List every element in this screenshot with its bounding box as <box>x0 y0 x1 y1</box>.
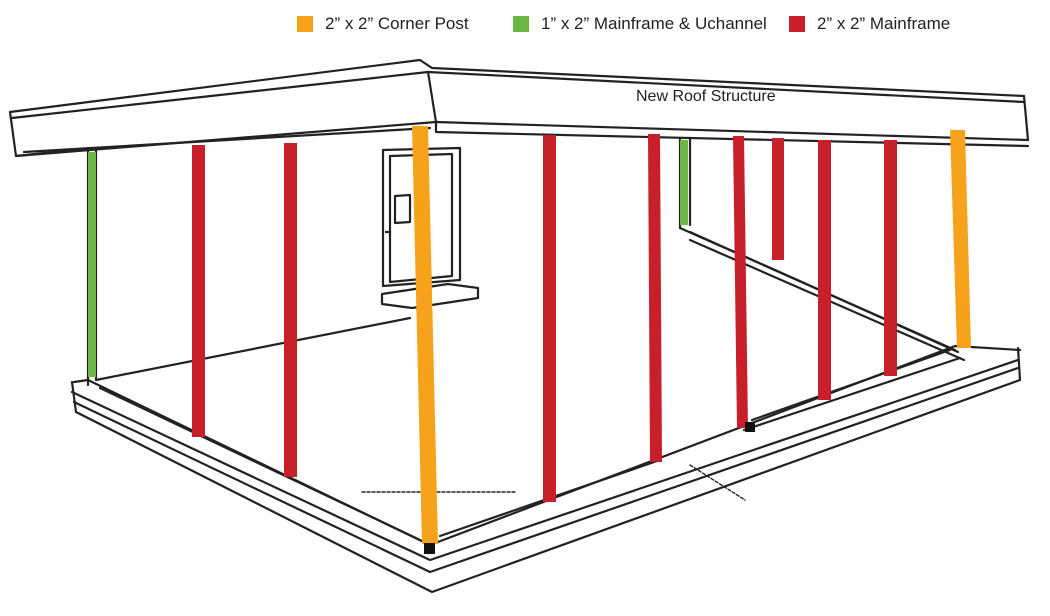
legend-label: 1” x 2” Mainframe & Uchannel <box>541 14 767 33</box>
legend-label: 2” x 2” Corner Post <box>325 14 469 33</box>
legend-label: 2” x 2” Mainframe <box>817 14 951 33</box>
green-square-icon <box>513 16 529 32</box>
red-square-icon <box>789 16 805 32</box>
back-wall-right <box>678 136 957 352</box>
back-wall-left <box>86 148 412 387</box>
corner-post-front <box>412 126 438 544</box>
floor-slab-bottom <box>74 378 1022 594</box>
mainframe-post-2 <box>284 143 297 477</box>
mainframe-post-4 <box>648 134 662 462</box>
inner-track-right-2 <box>742 356 962 432</box>
corner-post-right <box>950 130 971 348</box>
floor-slab-edge-2 <box>72 366 1020 574</box>
roof-slab <box>8 58 1030 158</box>
mainframe-post-3 <box>543 135 556 502</box>
mainframe-post-5 <box>733 136 748 428</box>
anchor-right <box>745 422 755 432</box>
uchannel-post-left <box>88 152 96 377</box>
floor-slab-right-end <box>1016 346 1022 382</box>
legend-item-uchannel: 1” x 2” Mainframe & Uchannel <box>513 10 767 38</box>
floor-slab-left-end <box>70 380 78 414</box>
roof-structure-label: New Roof Structure <box>636 88 776 105</box>
inner-track-right <box>750 348 952 422</box>
mainframe-post-1 <box>192 145 205 437</box>
legend-item-corner-post: 2” x 2” Corner Post <box>297 10 469 38</box>
uchannel-post-right <box>680 140 688 225</box>
floor-slab-edge-1 <box>70 358 1020 562</box>
mainframe-post-7 <box>818 140 831 400</box>
mainframe-post-8 <box>884 140 897 376</box>
roof-fascia-corner <box>426 70 438 124</box>
mainframe-post-6 <box>772 138 784 260</box>
roof-underside-left <box>22 126 432 154</box>
inner-track-left <box>98 386 422 542</box>
legend: 2” x 2” Corner Post 1” x 2” Mainframe & … <box>0 10 1050 38</box>
door-window <box>393 193 412 225</box>
legend-item-mainframe: 2” x 2” Mainframe <box>789 10 950 38</box>
hidden-line-2 <box>689 464 746 501</box>
anchor-front <box>424 543 435 554</box>
orange-square-icon <box>297 16 313 32</box>
